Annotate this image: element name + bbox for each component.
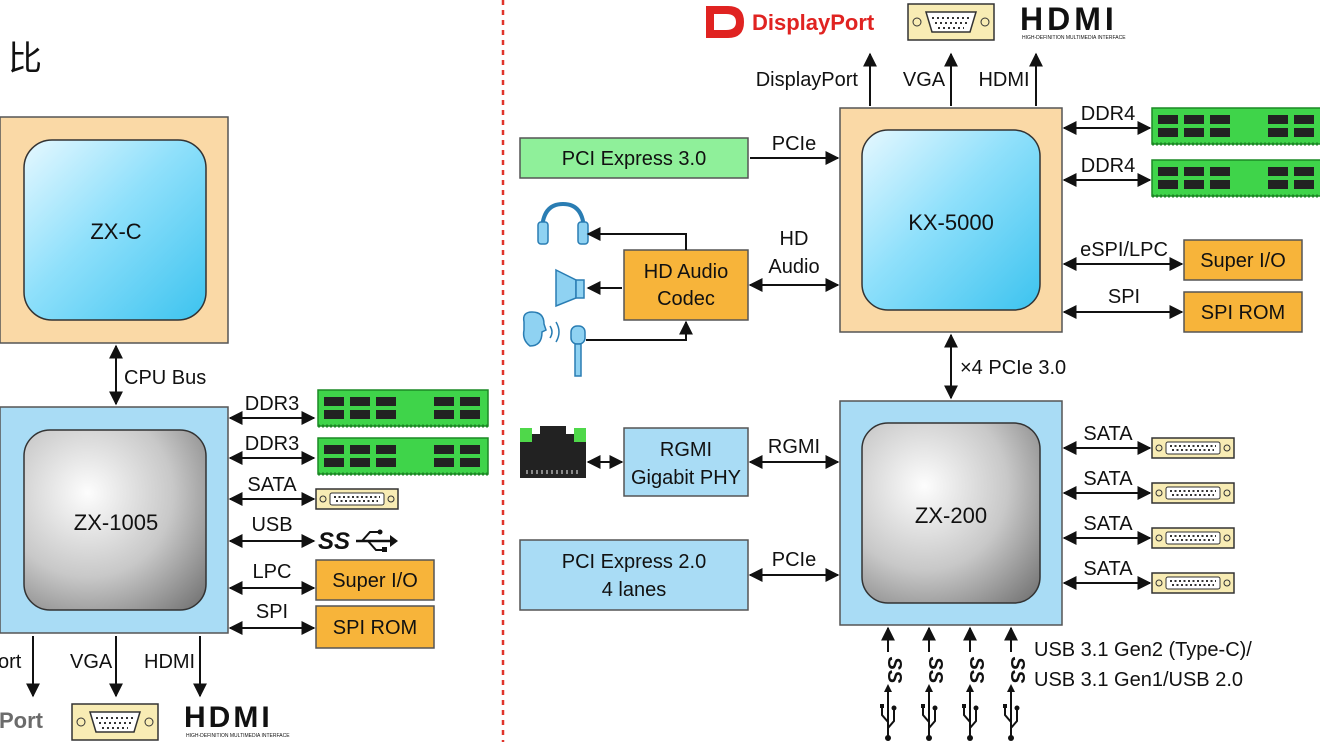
hdmi-logo: HDMI HIGH-DEFINITION MULTIMEDIA INTERFAC…: [1020, 1, 1126, 41]
ddr3-a-label: DDR3: [245, 393, 299, 415]
sata-port-icon: [1151, 482, 1235, 504]
ddr4-module-icon: [1150, 158, 1320, 198]
svg-text:PCI Express 3.0: PCI Express 3.0: [562, 148, 707, 170]
speaker-icon: [555, 268, 585, 308]
usb-port-icon: SS: [879, 626, 905, 742]
spi-label: SPI: [1108, 286, 1140, 308]
usb-port-icon: SS: [920, 626, 946, 742]
left-hdmi-logo: HDMI HIGH-DEFINITION MULTIMEDIA INTERFAC…: [184, 701, 290, 739]
pcie-b-label: PCIe: [772, 549, 816, 571]
hd-audio-codec-box: HD Audio Codec: [623, 249, 749, 321]
espi-label: eSPI/LPC: [1080, 239, 1168, 261]
heading-char: 比: [8, 40, 42, 78]
svg-text:SS: SS: [965, 657, 987, 684]
zx-c-label: ZX-C: [90, 219, 141, 244]
left-hdmi-label: HDMI: [144, 651, 195, 673]
zx-1005-label: ZX-1005: [74, 510, 158, 535]
sata-label: SATA: [1083, 513, 1133, 535]
svg-text:SS: SS: [883, 657, 905, 684]
ddr3-module-icon: [316, 388, 490, 428]
gigabit-phy-box: RGMI Gigabit PHY: [623, 427, 749, 497]
vga-link-label: VGA: [903, 69, 946, 91]
super-io-box: Super I/O: [1183, 239, 1303, 281]
cpu-bus-label: CPU Bus: [124, 367, 206, 389]
microphone-icon: [522, 311, 586, 377]
port-partial-label: ort: [0, 651, 22, 673]
svg-text:RGMI: RGMI: [660, 439, 712, 461]
ddr4-b-label: DDR4: [1081, 155, 1135, 177]
superspeed-usb-icon: SS: [318, 528, 398, 555]
vga-port-icon: [71, 703, 159, 741]
sata-label: SATA: [1083, 423, 1133, 445]
left-links: DDR3 DDR3 SATA USB LPC SPI: [228, 393, 316, 635]
mic-arrow: [586, 320, 693, 341]
x4-pcie-label: ×4 PCIe 3.0: [960, 357, 1066, 379]
pcie-a-label: PCIe: [772, 133, 816, 155]
pcie3-slot-box: PCI Express 3.0: [519, 137, 749, 179]
rgmi-label: RGMI: [768, 436, 820, 458]
usb-port-icon: SS: [1002, 626, 1028, 742]
svg-text:SS: SS: [1006, 657, 1028, 684]
hd-audio-line2: Audio: [768, 256, 819, 278]
sata-port-icon: [1151, 527, 1235, 549]
dp-link-label: DisplayPort: [756, 69, 859, 91]
svg-text:ZX-200: ZX-200: [915, 503, 987, 528]
lpc-label: LPC: [253, 561, 292, 583]
sata-links: SATA SATA SATA SATA: [1062, 423, 1235, 594]
left-vga-label: VGA: [70, 651, 113, 673]
svg-text:HD Audio: HD Audio: [644, 261, 729, 283]
zx-1005-chip: ZX-1005: [0, 406, 229, 634]
svg-text:SPI ROM: SPI ROM: [333, 617, 417, 639]
svg-text:HDMI: HDMI: [184, 701, 273, 734]
svg-text:4 lanes: 4 lanes: [602, 579, 667, 601]
usb-desc-line2: USB 3.1 Gen1/USB 2.0: [1034, 669, 1243, 691]
svg-text:DisplayPort: DisplayPort: [752, 10, 875, 35]
hdmi-link-label: HDMI: [978, 69, 1029, 91]
displayport-logo: DisplayPort: [706, 6, 875, 38]
zx-200-chip: ZX-200: [839, 400, 1063, 626]
sata-port-icon: [315, 488, 399, 510]
svg-text:PCI Express 2.0: PCI Express 2.0: [562, 551, 707, 573]
hd-audio-line1: HD: [780, 228, 809, 250]
headphone-arrow: [586, 227, 687, 250]
zx-c-chip: ZX-C: [0, 116, 229, 344]
sata-label: SATA: [1083, 468, 1133, 490]
svg-text:SPI ROM: SPI ROM: [1201, 302, 1285, 324]
svg-text:HIGH-DEFINITION MULTIMEDIA INT: HIGH-DEFINITION MULTIMEDIA INTERFACE: [186, 733, 290, 739]
kx-5000-chip: KX-5000: [839, 107, 1063, 333]
ddr4-module-icon: [1150, 106, 1320, 146]
sata-label: SATA: [247, 474, 297, 496]
usb-ports: SS SS SS SS: [879, 626, 1028, 742]
svg-text:HIGH-DEFINITION MULTIMEDIA INT: HIGH-DEFINITION MULTIMEDIA INTERFACE: [1022, 35, 1126, 41]
svg-text:SS: SS: [318, 528, 350, 555]
spi-label: SPI: [256, 601, 288, 623]
usb-label: USB: [251, 514, 292, 536]
svg-text:SS: SS: [924, 657, 946, 684]
svg-text:Super I/O: Super I/O: [1200, 250, 1286, 272]
sata-port-icon: [1151, 572, 1235, 594]
ethernet-jack-icon: [520, 426, 586, 478]
ddr3-module-icon: [316, 436, 490, 476]
usb-desc-line1: USB 3.1 Gen2 (Type-C)/: [1034, 639, 1252, 661]
left-spi-rom-box: SPI ROM: [315, 605, 435, 649]
sata-label: SATA: [1083, 558, 1133, 580]
svg-text:HDMI: HDMI: [1020, 1, 1118, 37]
svg-text:KX-5000: KX-5000: [908, 210, 994, 235]
ddr3-b-label: DDR3: [245, 433, 299, 455]
left-super-io-box: Super I/O: [315, 559, 435, 601]
sata-port-icon: [1151, 437, 1235, 459]
pcie2-slot-box: PCI Express 2.0 4 lanes: [519, 539, 749, 611]
spi-rom-box: SPI ROM: [1183, 291, 1303, 333]
headphones-icon: [537, 201, 589, 245]
dp-logo-partial: Port: [0, 708, 44, 733]
svg-text:Gigabit PHY: Gigabit PHY: [631, 467, 741, 489]
usb-port-icon: SS: [961, 626, 987, 742]
svg-text:Super I/O: Super I/O: [332, 570, 418, 592]
vga-port-icon: [907, 3, 995, 41]
svg-text:Codec: Codec: [657, 288, 715, 310]
ddr4-a-label: DDR4: [1081, 103, 1135, 125]
